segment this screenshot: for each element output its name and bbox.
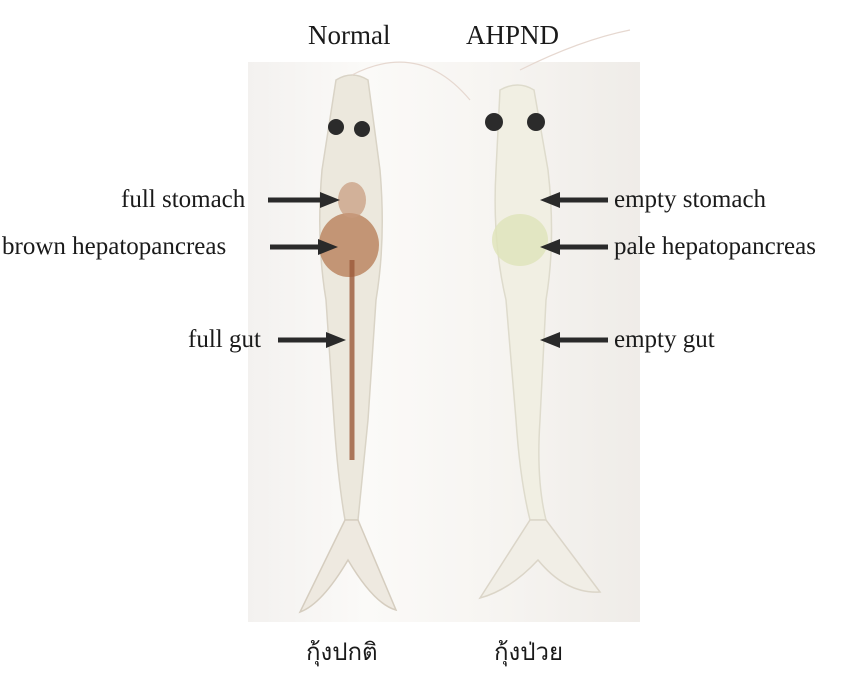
column-heading-normal: Normal [308,20,391,50]
caption-normal-thai: กุ้งปกติ [306,638,378,666]
full-stomach-region [338,182,366,218]
normal-eye-left [328,119,344,135]
ahpnd-eye-right [527,113,545,131]
brown-hepatopancreas-region [319,213,379,277]
arrow-full-gut [278,332,346,348]
ahpnd-eye-left [485,113,503,131]
normal-shrimp [298,61,471,614]
ahpnd-shrimp [478,29,631,600]
arrow-brown-hepatopancreas [270,239,338,255]
normal-eye-right [354,121,370,137]
normal-tail [298,519,398,614]
arrow-empty-stomach [540,192,608,208]
label-brown-hepatopancreas: brown hepatopancreas [2,233,227,260]
arrow-pale-hepatopancreas [540,239,608,255]
ahpnd-tail [478,519,602,600]
label-empty-stomach: empty stomach [614,186,767,213]
label-full-gut: full gut [188,326,261,353]
column-heading-ahpnd: AHPND [466,20,560,50]
arrow-empty-gut [540,332,608,348]
label-pale-hepatopancreas: pale hepatopancreas [614,233,816,260]
pale-hepatopancreas-region [492,214,548,266]
caption-sick-thai: กุ้งป่วย [494,638,564,666]
label-empty-gut: empty gut [614,326,715,353]
arrow-full-stomach [268,192,340,208]
label-full-stomach: full stomach [121,186,246,213]
